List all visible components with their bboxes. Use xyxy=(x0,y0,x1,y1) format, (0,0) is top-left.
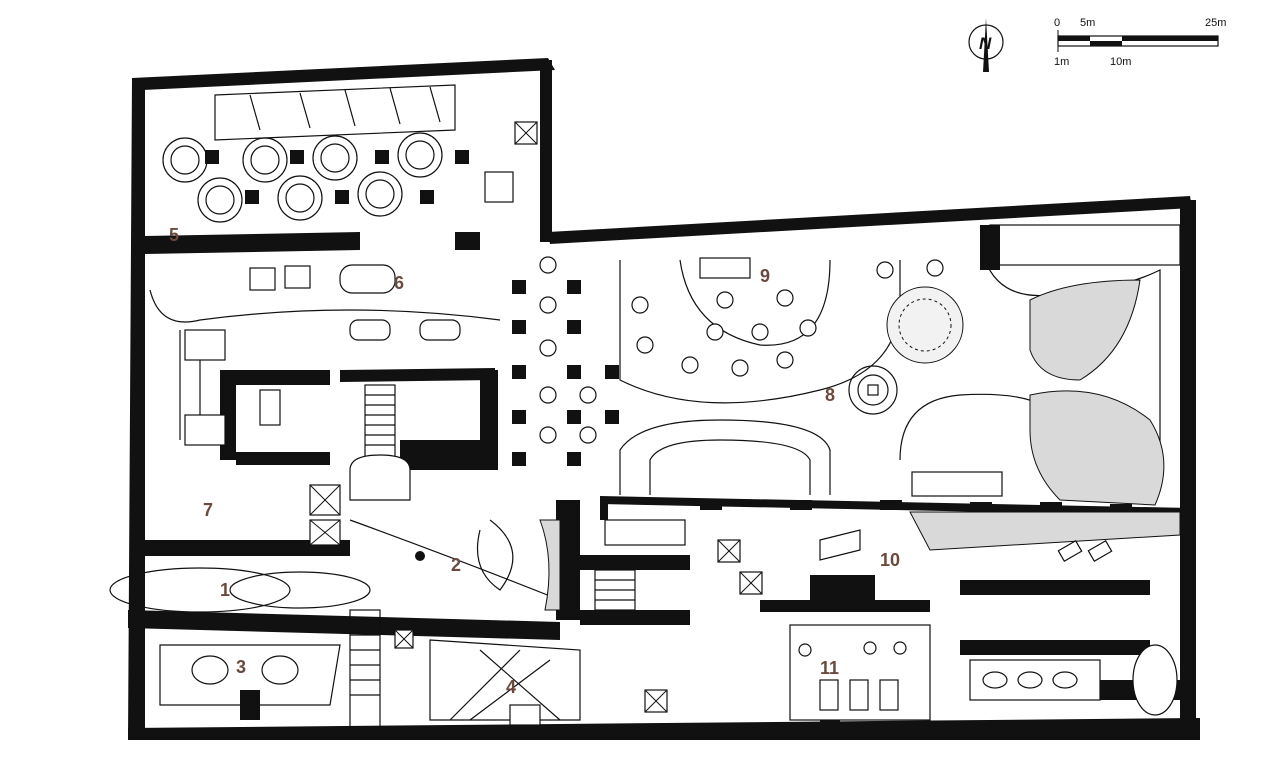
room-number-7: 7 xyxy=(203,500,213,520)
wall-interior-3 xyxy=(128,610,560,640)
north-arrow-pointer xyxy=(983,18,989,72)
wall-north-wing xyxy=(132,58,555,90)
columns xyxy=(205,150,1132,561)
gym-area xyxy=(789,624,931,721)
wall-north-main xyxy=(548,196,1192,244)
north-label: N xyxy=(979,34,992,53)
wall-interior-1 xyxy=(145,232,360,254)
room-number-2: 2 xyxy=(451,555,461,575)
outer-walls xyxy=(128,58,1200,740)
corridor-tables xyxy=(539,256,597,444)
spa-room xyxy=(159,644,341,720)
service-block xyxy=(394,519,861,713)
wellness-area xyxy=(969,539,1178,716)
room-number-9: 9 xyxy=(760,266,770,286)
room-number-3: 3 xyxy=(236,657,246,677)
room-number-8: 8 xyxy=(825,385,835,405)
wall-west xyxy=(128,78,145,740)
lounge-area xyxy=(149,264,501,446)
wall-north-wing-east xyxy=(540,60,552,242)
room-number-5: 5 xyxy=(169,225,179,245)
north-dining-area xyxy=(162,84,538,223)
scale-label-1m: 1m xyxy=(1054,56,1069,68)
core-stairs xyxy=(309,384,411,546)
wall-east xyxy=(1180,200,1196,730)
room-number-4: 4 xyxy=(506,677,516,697)
scale-label-10m: 10m xyxy=(1110,56,1131,68)
room-number-6: 6 xyxy=(394,273,404,293)
wall-interior-2 xyxy=(145,540,350,556)
scale-label-5m: 5m xyxy=(1080,17,1095,29)
room-number-11: 11 xyxy=(820,658,839,678)
courtyard-area xyxy=(619,224,1181,551)
wall-south xyxy=(128,718,1200,740)
room-number-1: 1 xyxy=(220,580,230,600)
entrance-hall xyxy=(109,519,561,731)
room-number-10: 10 xyxy=(880,550,900,570)
room-labels: 1 2 3 4 5 6 7 8 9 10 11 xyxy=(169,225,900,697)
scale-label-0: 0 xyxy=(1054,17,1060,29)
scale-label-25m: 25m xyxy=(1205,17,1226,29)
retail-room xyxy=(429,639,581,726)
north-arrow: N xyxy=(968,18,1004,72)
scale-bar: 0 5m 25m 1m 10m xyxy=(1054,17,1226,68)
